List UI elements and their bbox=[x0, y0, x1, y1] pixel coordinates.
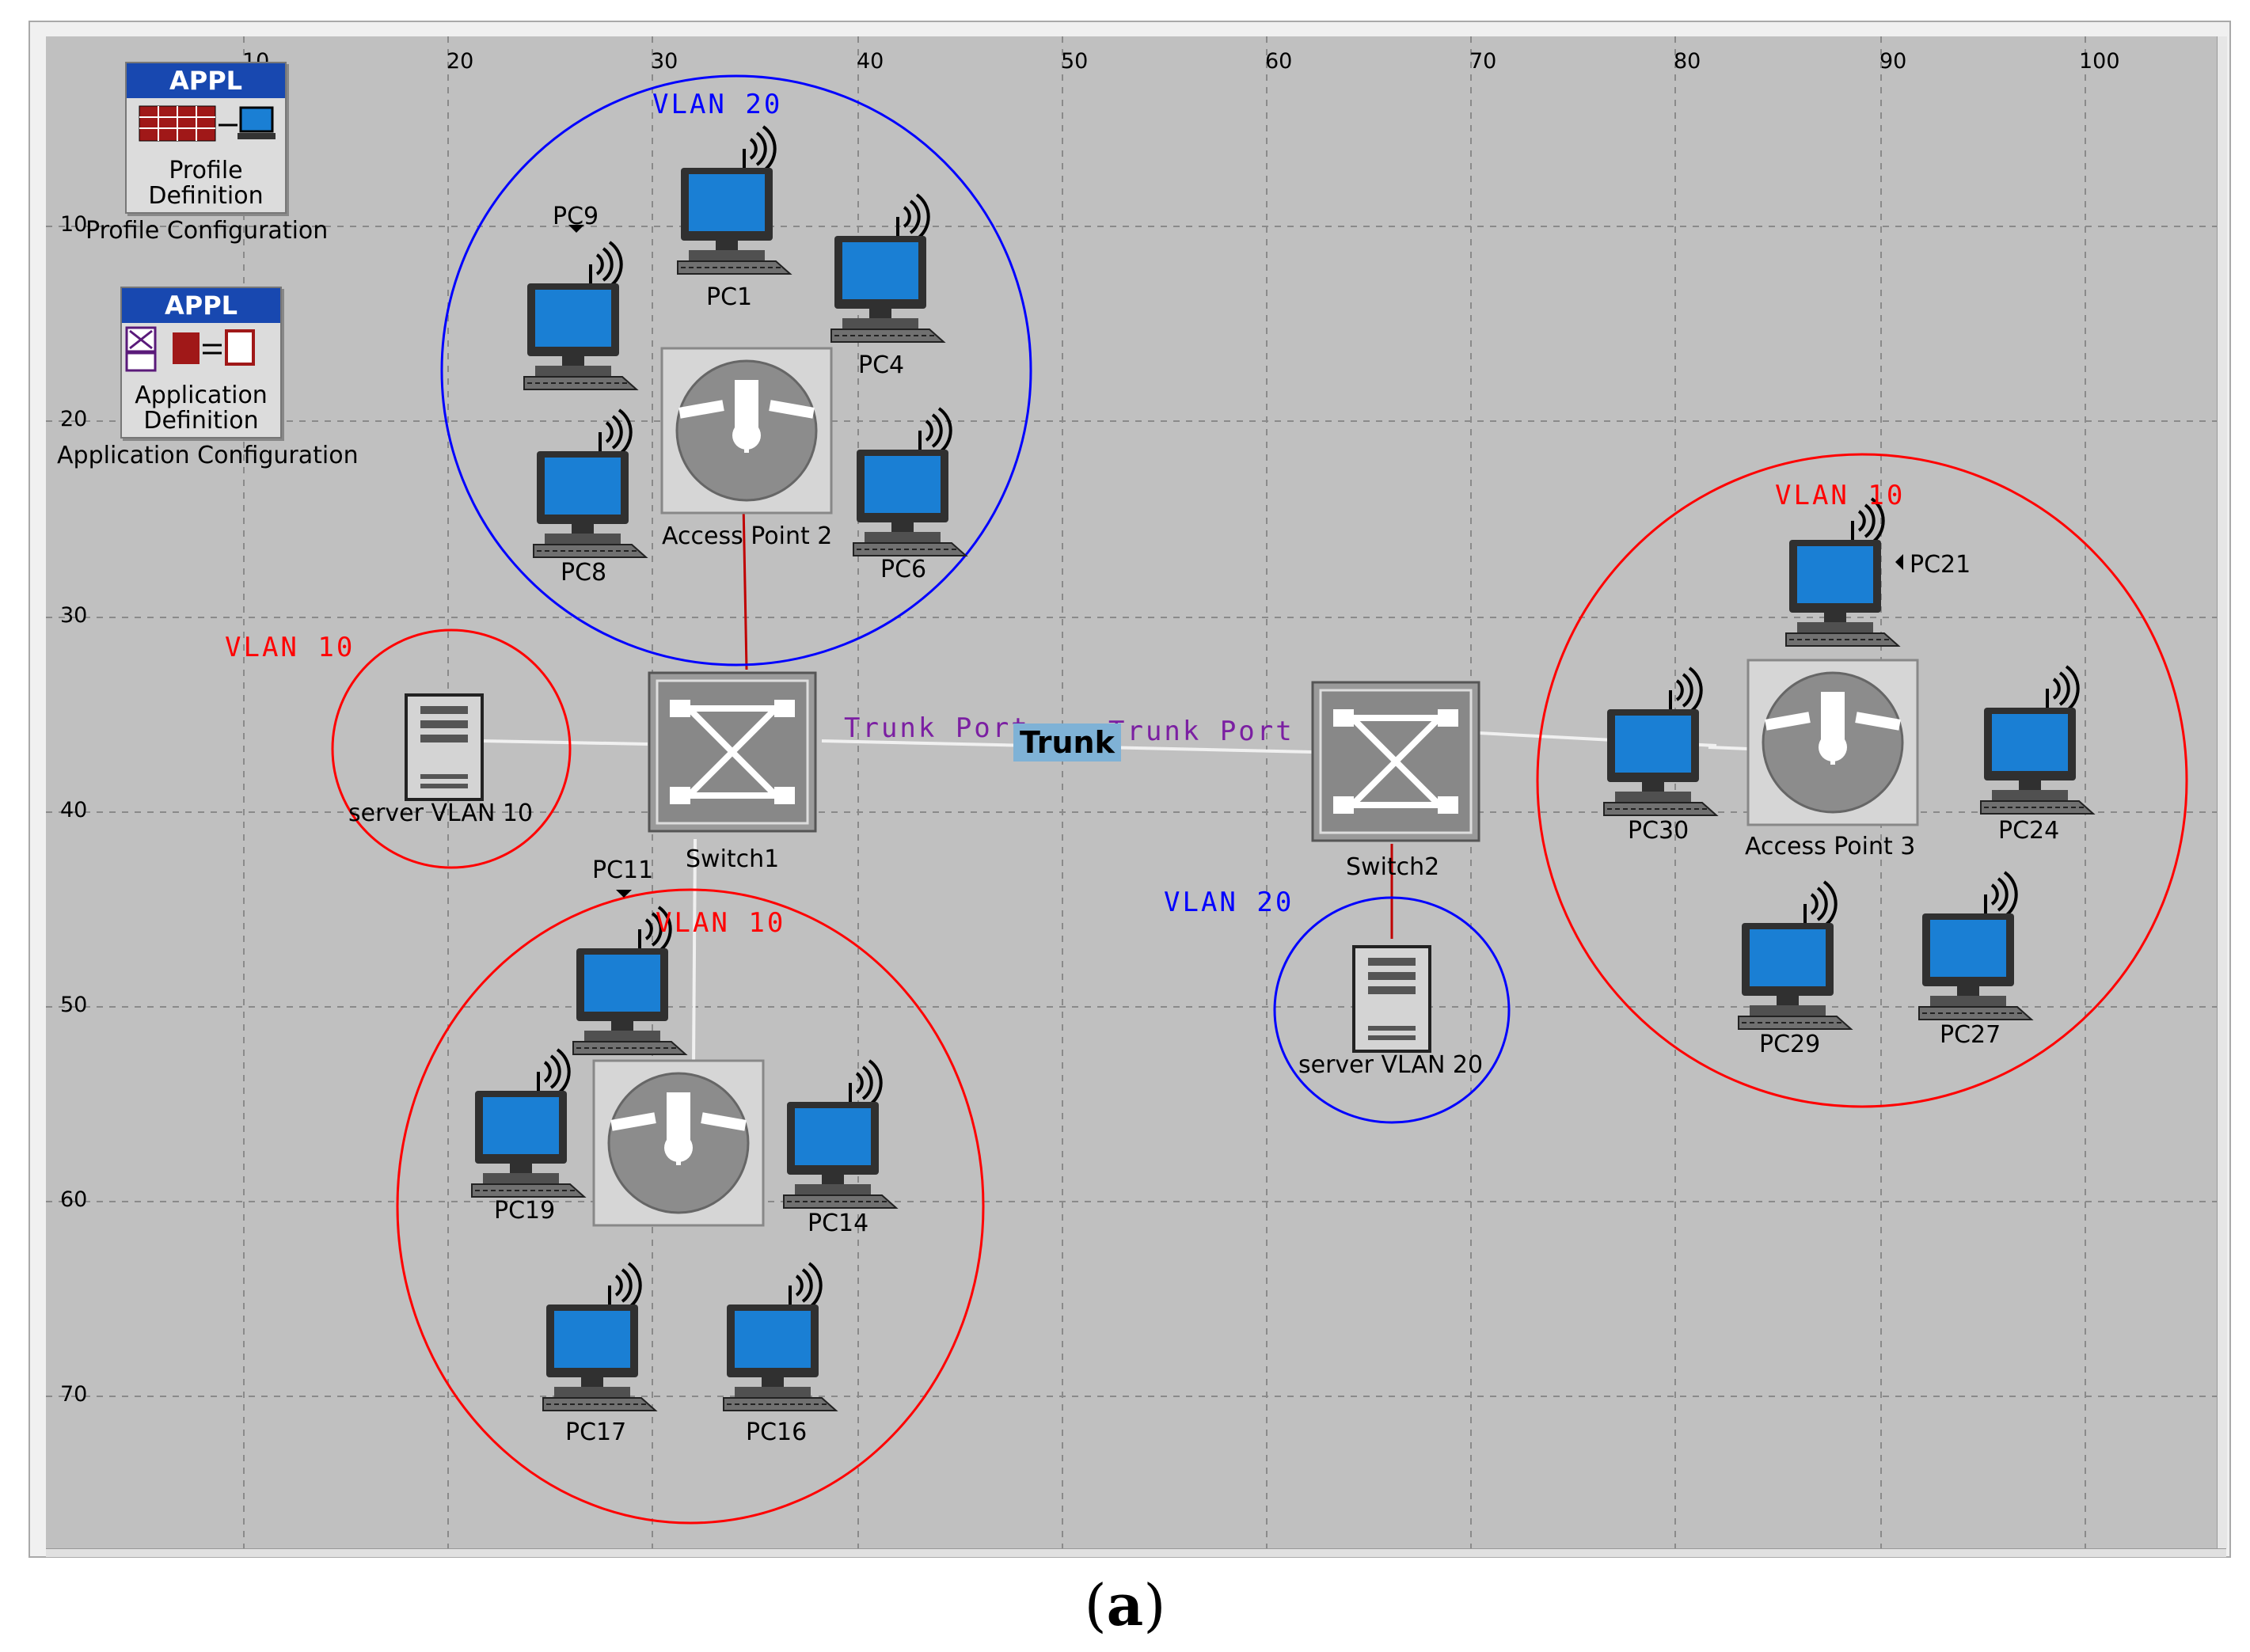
network-canvas[interactable]: 10 20 30 40 50 60 70 80 90 100 10 20 30 … bbox=[46, 36, 2226, 1548]
server-vlan10-icon[interactable] bbox=[405, 693, 484, 801]
pc30-label: PC30 bbox=[1628, 817, 1689, 845]
appl-badge: APPL bbox=[127, 63, 285, 98]
ruler-x-90: 90 bbox=[1879, 49, 1907, 74]
trunk-port-left-label: Trunk Port bbox=[844, 712, 1030, 744]
pc24-icon[interactable] bbox=[1979, 665, 2095, 815]
pc9-icon[interactable] bbox=[523, 241, 638, 391]
pc8-label: PC8 bbox=[561, 559, 607, 587]
vlan10-bottom-label: VLAN 10 bbox=[656, 907, 786, 939]
pc17-label: PC17 bbox=[565, 1418, 627, 1446]
ruler-x-100: 100 bbox=[2079, 49, 2120, 74]
ruler-y-10: 10 bbox=[60, 212, 88, 237]
server-vlan20-label: server VLAN 20 bbox=[1298, 1051, 1484, 1079]
ruler-y-60: 60 bbox=[60, 1187, 88, 1212]
pc29-label: PC29 bbox=[1759, 1031, 1821, 1058]
pc19-icon[interactable] bbox=[470, 1048, 586, 1198]
switch2-icon[interactable] bbox=[1313, 682, 1479, 841]
pc9-label: PC9 bbox=[553, 203, 599, 230]
switch1-icon[interactable] bbox=[649, 673, 815, 831]
vlan10-server-circle bbox=[331, 629, 572, 869]
pc27-icon[interactable] bbox=[1917, 871, 2033, 1021]
figure-caption: (a) bbox=[0, 1571, 2250, 1639]
application-line1: Application bbox=[135, 382, 268, 409]
ruler-x-50: 50 bbox=[1061, 49, 1089, 74]
server-vlan10-label: server VLAN 10 bbox=[348, 799, 534, 827]
pc14-icon[interactable] bbox=[782, 1059, 898, 1210]
pc16-icon[interactable] bbox=[722, 1262, 838, 1412]
pc19-label: PC19 bbox=[494, 1197, 556, 1225]
ruler-y-50: 50 bbox=[60, 993, 88, 1017]
switch2-label: Switch2 bbox=[1346, 853, 1440, 881]
caption-letter: a bbox=[1106, 1571, 1144, 1639]
pc21-label: PC21 bbox=[1910, 551, 1971, 579]
ruler-x-40: 40 bbox=[857, 49, 884, 74]
switch1-label: Switch1 bbox=[686, 845, 780, 873]
pc14-label: PC14 bbox=[808, 1210, 869, 1237]
trunk-label[interactable]: Trunk bbox=[1013, 723, 1121, 761]
pc6-icon[interactable] bbox=[852, 407, 967, 557]
access-point-2-label: Access Point 2 bbox=[662, 522, 833, 550]
pc16-label: PC16 bbox=[746, 1418, 808, 1446]
pc4-icon[interactable] bbox=[830, 193, 945, 344]
vlan20-top-label: VLAN 20 bbox=[652, 89, 783, 120]
ruler-x-80: 80 bbox=[1674, 49, 1701, 74]
ruler-y-70: 70 bbox=[60, 1382, 88, 1407]
profile-line1: Profile bbox=[169, 157, 243, 184]
pc1-label: PC1 bbox=[706, 283, 753, 311]
network-diagram bbox=[46, 36, 2226, 1548]
application-icon bbox=[125, 326, 255, 372]
access-point-2-icon[interactable] bbox=[662, 348, 831, 513]
profile-line2: Definition bbox=[148, 182, 264, 210]
horizontal-scrollbar[interactable] bbox=[46, 1548, 2226, 1557]
caption-close-paren: ) bbox=[1143, 1572, 1166, 1639]
pc1-icon[interactable] bbox=[676, 125, 792, 275]
trunk-port-right-label: Trunk Port bbox=[1108, 716, 1294, 747]
access-point-bottom-icon[interactable] bbox=[594, 1061, 763, 1225]
application-line2: Definition bbox=[143, 407, 259, 435]
pc8-icon[interactable] bbox=[532, 408, 648, 559]
appl-badge: APPL bbox=[122, 288, 280, 323]
vlan10-bottom-circle bbox=[396, 888, 985, 1525]
vlan20-top-circle bbox=[440, 74, 1032, 666]
pc4-label: PC4 bbox=[858, 351, 905, 379]
pc24-label: PC24 bbox=[1998, 817, 2060, 845]
server-vlan20-icon[interactable] bbox=[1352, 945, 1431, 1053]
pc17-icon[interactable] bbox=[542, 1262, 657, 1412]
caption-open-paren: ( bbox=[1084, 1572, 1107, 1639]
vlan10-right-label: VLAN 10 bbox=[1775, 480, 1906, 511]
pc27-label: PC27 bbox=[1940, 1021, 2001, 1049]
link-server10-switch1[interactable] bbox=[481, 739, 648, 746]
vlan10-right-circle bbox=[1536, 453, 2188, 1108]
ruler-y-20: 20 bbox=[60, 407, 88, 431]
profile-table-icon bbox=[139, 105, 276, 142]
ruler-y-30: 30 bbox=[60, 603, 88, 628]
vertical-scrollbar[interactable] bbox=[2217, 36, 2227, 1548]
pc30-icon[interactable] bbox=[1602, 666, 1718, 817]
access-point-3-icon[interactable] bbox=[1748, 660, 1917, 825]
ruler-x-20: 20 bbox=[447, 49, 474, 74]
link-switch1-ap[interactable] bbox=[692, 838, 697, 1066]
pc6-label: PC6 bbox=[880, 556, 927, 583]
profile-configuration-label: Profile Configuration bbox=[86, 217, 329, 245]
pc11-label: PC11 bbox=[592, 856, 654, 884]
vlan20-server-label: VLAN 20 bbox=[1164, 887, 1294, 918]
access-point-3-label: Access Point 3 bbox=[1745, 833, 1916, 860]
ruler-x-30: 30 bbox=[651, 49, 678, 74]
ruler-x-60: 60 bbox=[1265, 49, 1293, 74]
ruler-x-70: 70 bbox=[1469, 49, 1497, 74]
vlan10-server-label: VLAN 10 bbox=[225, 632, 355, 663]
ruler-y-40: 40 bbox=[60, 798, 88, 822]
vlan20-server-circle bbox=[1273, 896, 1511, 1124]
application-configuration-label: Application Configuration bbox=[57, 442, 359, 469]
